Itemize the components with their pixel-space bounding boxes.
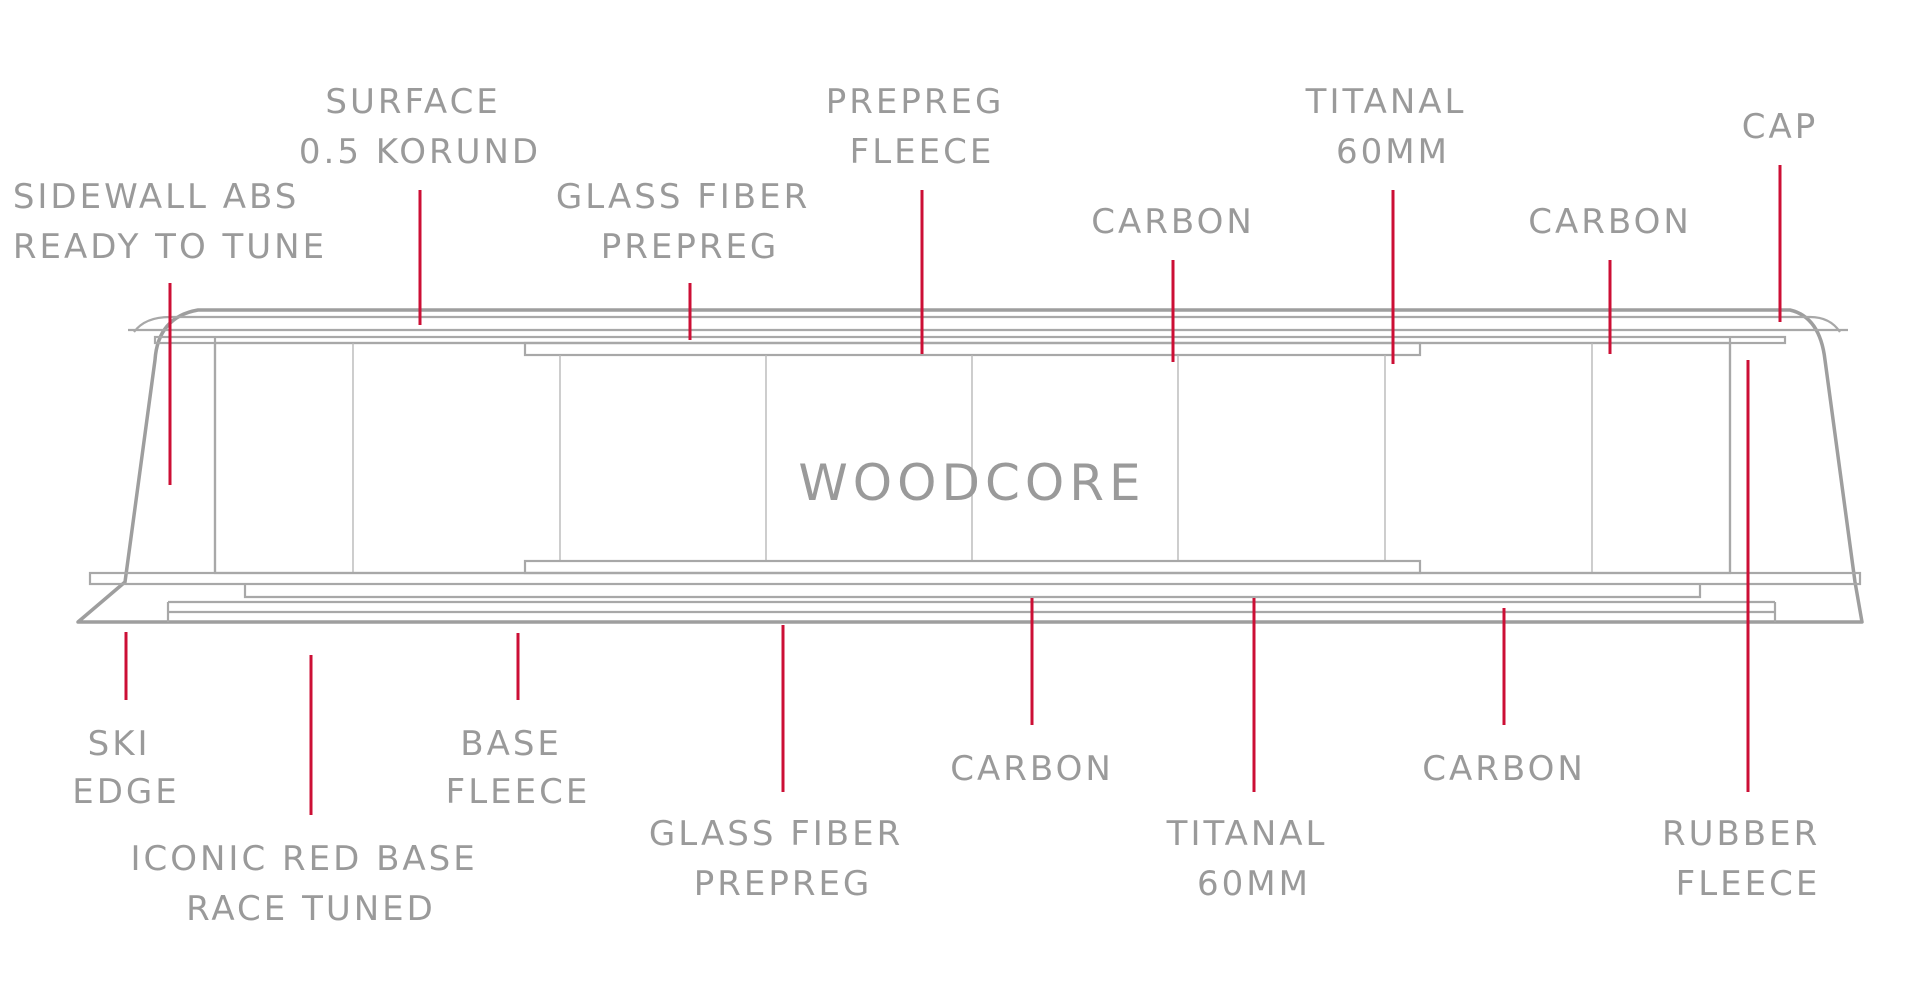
woodcore-laminations [352,343,1593,573]
ski-cross-section [76,308,1864,624]
label-titanal-top: TITANAL 60MM [1305,82,1481,172]
label-rubber-fleece: RUBBER FLEECE [1662,814,1834,904]
label-carbon-bottom-1: CARBON [950,749,1114,789]
label-prepreg-fleece: PREPREG FLEECE [826,82,1018,172]
label-glass-fiber-top: GLASS FIBER PREPREG [556,177,824,267]
label-glass-fiber-bottom: GLASS FIBER PREPREG [649,814,917,904]
glass-fiber-bottom [243,584,1702,599]
titanal-bottom-plate [523,559,1422,575]
carbon-bottom-strip [88,571,1862,586]
label-base-fleece: BASE FLEECE [446,724,591,812]
label-surface: SURFACE 0.5 KORUND [299,82,541,172]
label-sidewall: SIDEWALL ABS READY TO TUNE [13,177,327,267]
label-red-base: ICONIC RED BASE RACE TUNED [130,839,491,929]
label-carbon-bottom-2: CARBON [1422,749,1586,789]
cap-outline [76,308,1864,624]
top-leaders [168,165,1782,485]
titanal-top-plate [523,341,1422,357]
cap-inner-line [133,315,1841,333]
label-carbon-top-1: CARBON [1091,202,1255,242]
top-labels: SIDEWALL ABS READY TO TUNE SURFACE 0.5 K… [13,82,1819,267]
label-carbon-top-2: CARBON [1528,202,1692,242]
label-titanal-bottom: TITANAL 60MM [1166,814,1342,904]
woodcore-label: WOODCORE [798,454,1145,512]
label-cap: CAP [1742,107,1819,147]
bottom-leaders [124,360,1750,815]
bottom-labels: SKI EDGE ICONIC RED BASE RACE TUNED BASE… [72,724,1834,929]
label-ski-edge: SKI EDGE [72,724,180,812]
